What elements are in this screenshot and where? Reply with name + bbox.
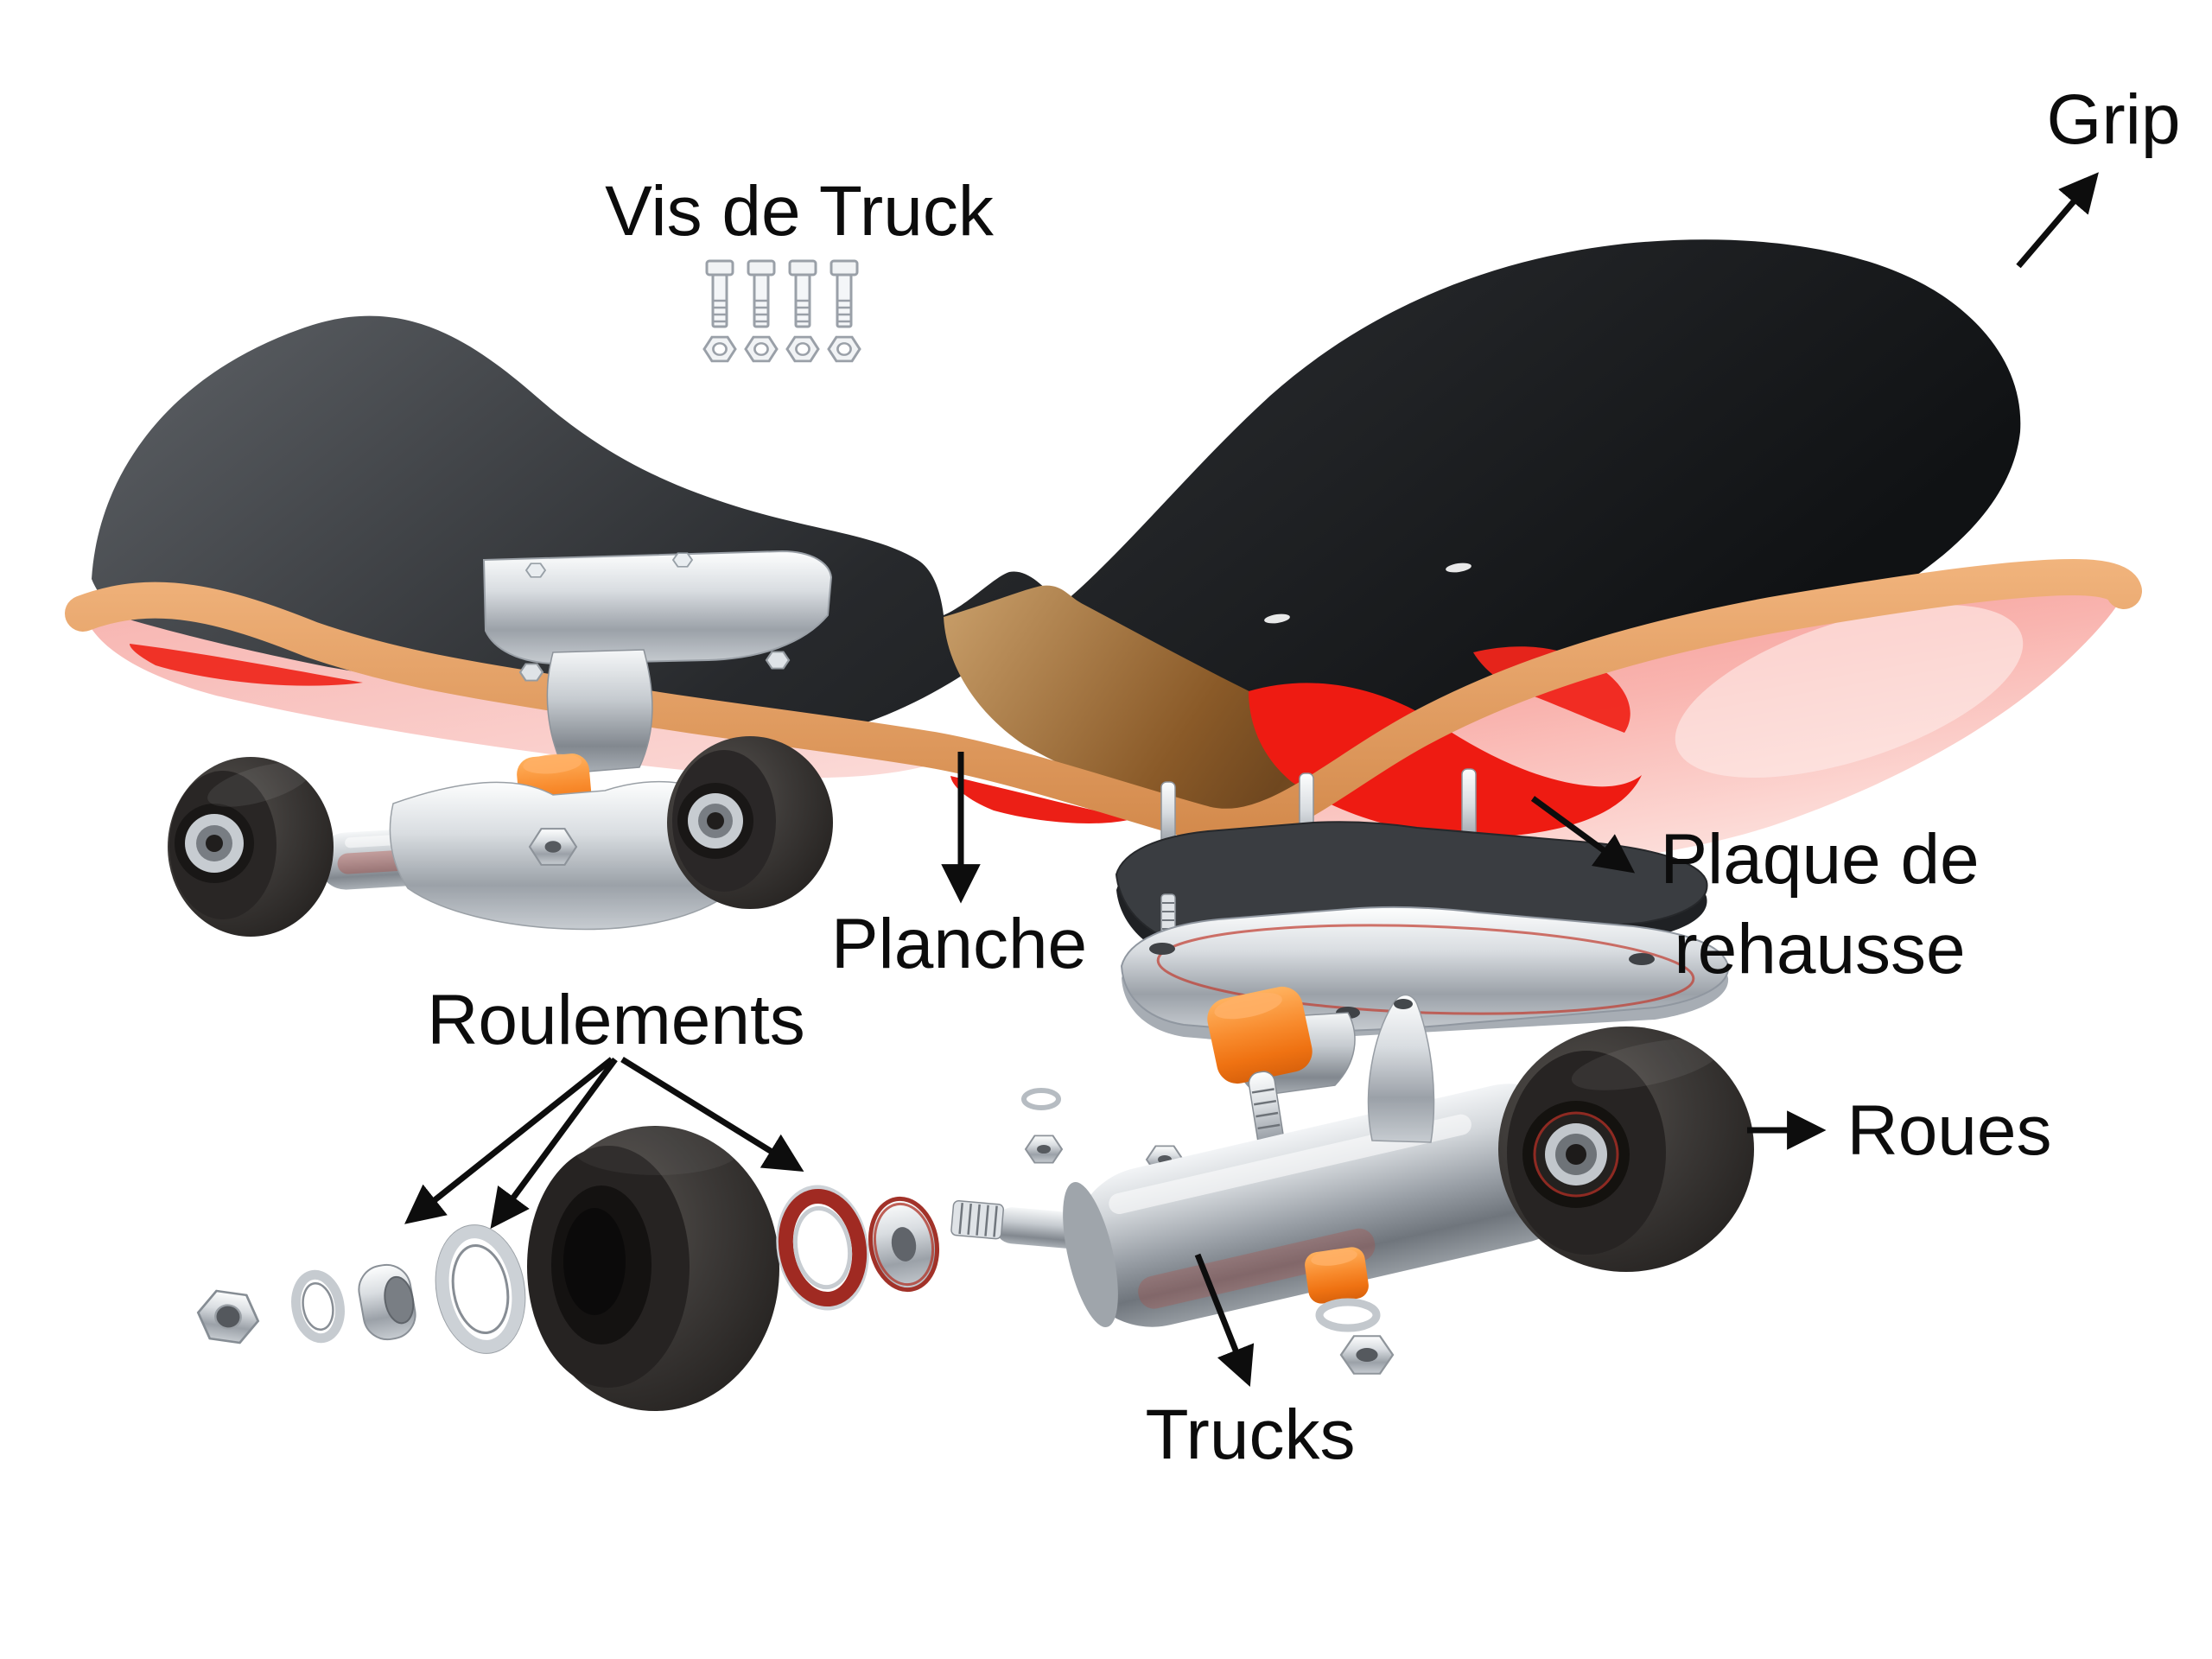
truck-screw bbox=[747, 259, 776, 328]
speed-washer bbox=[868, 1196, 940, 1293]
label-roues: Roues bbox=[1847, 1091, 2051, 1170]
rear-wheel bbox=[1498, 1027, 1754, 1272]
annotations bbox=[404, 172, 2099, 1388]
truck-screw bbox=[705, 259, 734, 328]
front-wheel-right bbox=[667, 736, 833, 909]
truck-screw-nut bbox=[785, 335, 820, 363]
truck-screw bbox=[830, 259, 859, 328]
mount-washer-icon bbox=[1021, 1088, 1061, 1110]
mount-nut-icon bbox=[518, 663, 544, 682]
front-truck-neck bbox=[546, 649, 653, 774]
label-grip: Grip bbox=[2047, 80, 2181, 159]
front-wheel-left bbox=[168, 757, 334, 937]
label-trucks: Trucks bbox=[1146, 1395, 1356, 1474]
truck-screw-nut bbox=[827, 335, 861, 363]
arrow-roulements-3 bbox=[620, 1057, 804, 1172]
deck-flame-red bbox=[130, 644, 363, 686]
label-plaque-de-rehausse-line2: rehausse bbox=[1674, 910, 1965, 988]
label-planche: Planche bbox=[831, 905, 1087, 983]
label-plaque-de-rehausse-line1: Plaque de bbox=[1660, 820, 1979, 899]
wheel-exploded bbox=[527, 1126, 779, 1411]
hanger-pintle bbox=[1367, 994, 1435, 1143]
baseplate-hole bbox=[1149, 943, 1175, 955]
grip-mount-hole bbox=[1264, 613, 1290, 624]
deck-flame-red bbox=[1249, 683, 1642, 837]
baseplate-gasket-red bbox=[1156, 924, 1695, 1015]
axle-nut-icon bbox=[1339, 1335, 1395, 1375]
pivot-bushing-orange bbox=[1305, 1247, 1369, 1304]
arrow-trucks bbox=[1194, 1253, 1255, 1388]
arrow-grip bbox=[2016, 172, 2099, 269]
mount-nut-icon bbox=[1024, 1135, 1064, 1164]
front-baseplate bbox=[482, 550, 833, 665]
arrow-plaque-de-rehausse bbox=[1530, 796, 1636, 874]
bolt-head-icon bbox=[671, 552, 694, 568]
arrow-roulements-1 bbox=[404, 1057, 614, 1224]
deck-tail-sheen bbox=[1675, 604, 2024, 779]
mount-nut-icon bbox=[765, 651, 791, 670]
bearing-red-shield bbox=[776, 1185, 869, 1311]
truck-screws-set bbox=[702, 259, 861, 363]
front-kingpin-nut bbox=[528, 828, 578, 866]
bearing bbox=[435, 1224, 526, 1354]
exploded-wheel-assembly bbox=[196, 1126, 940, 1411]
truck-screw bbox=[788, 259, 817, 328]
grip-mount-hole bbox=[1446, 563, 1471, 573]
truck-screw-nut bbox=[744, 335, 779, 363]
bearing-spacer bbox=[358, 1263, 416, 1341]
axle-washer-icon bbox=[1315, 1298, 1381, 1332]
bolt-head-icon bbox=[524, 563, 547, 578]
truck-screw-nut bbox=[702, 335, 737, 363]
axle-nut bbox=[196, 1289, 260, 1344]
axle-washer bbox=[291, 1269, 345, 1344]
front-truck bbox=[168, 550, 833, 937]
hanger-end-cap bbox=[1063, 1182, 1118, 1327]
label-roulements: Roulements bbox=[427, 981, 805, 1059]
deck-flame-red bbox=[950, 776, 1132, 823]
pintle-tip bbox=[1394, 999, 1413, 1009]
label-vis-de-truck: Vis de Truck bbox=[605, 172, 995, 251]
kingpin-bushing-orange bbox=[1207, 986, 1313, 1084]
arrow-roulements-2 bbox=[490, 1057, 618, 1230]
baseplate-hole bbox=[1629, 953, 1655, 965]
